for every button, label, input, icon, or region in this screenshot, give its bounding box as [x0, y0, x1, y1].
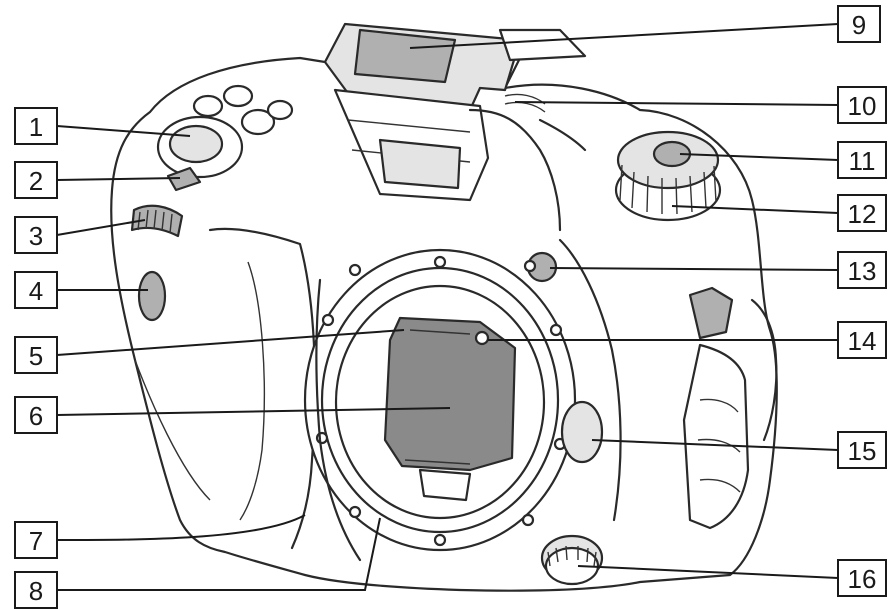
callout-6-text: 6: [29, 401, 43, 431]
callout-8: 8: [14, 571, 58, 609]
prism-right: [538, 118, 587, 152]
leader-7: [56, 514, 306, 541]
accessory-shoe: [498, 28, 587, 62]
leader-9: [409, 23, 839, 49]
top-button-c[interactable]: [240, 108, 276, 136]
callout-15-text: 15: [848, 436, 877, 466]
grip-contour: [239, 261, 265, 521]
callout-13: 13: [837, 251, 887, 289]
side-panel-edge: [750, 298, 778, 442]
focus-mode-dial[interactable]: [540, 534, 604, 586]
leader-6: [56, 407, 451, 416]
callout-1: 1: [14, 107, 58, 145]
callout-14-text: 14: [848, 326, 877, 356]
callout-7: 7: [14, 521, 58, 559]
callout-labels: 1 2 3 4 5 6 7 8: [14, 5, 887, 609]
callout-16-text: 16: [848, 564, 877, 594]
leader-1: [56, 125, 191, 137]
callout-2-text: 2: [29, 166, 43, 196]
callout-16: 16: [837, 559, 887, 597]
callout-11-text: 11: [849, 146, 876, 176]
callout-4: 4: [14, 271, 58, 309]
built-in-flash[interactable]: [323, 22, 522, 202]
terminal-cover: [682, 343, 750, 530]
lens-contacts: [418, 468, 472, 502]
front-body-right: [558, 238, 622, 522]
mirror: [383, 316, 517, 472]
callout-15: 15: [837, 431, 887, 469]
remote-sensor: [137, 270, 167, 322]
leader-10: [514, 101, 839, 106]
leader-3: [56, 219, 146, 236]
mirror-highlight: [404, 329, 471, 465]
terminal-cover-detail: [697, 398, 741, 493]
top-button-b[interactable]: [222, 84, 254, 108]
shutter-button[interactable]: [168, 124, 224, 164]
leader-16: [577, 565, 839, 579]
callout-8-text: 8: [29, 576, 43, 606]
callout-9: 9: [837, 5, 881, 43]
callout-9-text: 9: [852, 10, 866, 40]
front-control-dial[interactable]: [130, 204, 184, 238]
lens-mounting-index: [474, 330, 490, 346]
callout-5: 5: [14, 336, 58, 374]
grip-lower: [134, 359, 211, 501]
callout-2: 2: [14, 161, 58, 199]
leader-lines: [56, 23, 839, 591]
leader-2: [56, 177, 181, 181]
callout-5-text: 5: [29, 341, 43, 371]
callout-10: 10: [837, 86, 887, 124]
callout-6: 6: [14, 396, 58, 434]
top-button-a[interactable]: [192, 94, 224, 118]
top-button-d[interactable]: [266, 99, 294, 121]
leader-11: [679, 153, 839, 161]
lens-release-button[interactable]: [560, 400, 604, 464]
callout-12: 12: [837, 194, 887, 232]
mode-dial[interactable]: [614, 130, 722, 222]
strap-lug: [688, 286, 734, 340]
leader-12: [671, 205, 839, 214]
callout-14: 14: [837, 321, 887, 359]
grip-outline: [208, 227, 316, 550]
leader-13: [549, 267, 839, 271]
leader-8: [57, 517, 381, 591]
callout-10-text: 10: [848, 91, 877, 121]
callout-4-text: 4: [29, 276, 43, 306]
camera-illustration: [110, 22, 778, 592]
front-body-line: [315, 278, 362, 562]
callout-12-text: 12: [848, 199, 877, 229]
callout-3: 3: [14, 216, 58, 254]
callout-3-text: 3: [29, 221, 43, 251]
leader-15: [591, 439, 839, 451]
callout-13-text: 13: [848, 256, 877, 286]
callout-7-text: 7: [29, 526, 43, 556]
power-switch[interactable]: [166, 166, 202, 192]
prism-outline: [468, 108, 562, 232]
leader-5: [56, 329, 405, 356]
callout-11: 11: [837, 141, 887, 179]
callout-1-text: 1: [29, 112, 43, 142]
